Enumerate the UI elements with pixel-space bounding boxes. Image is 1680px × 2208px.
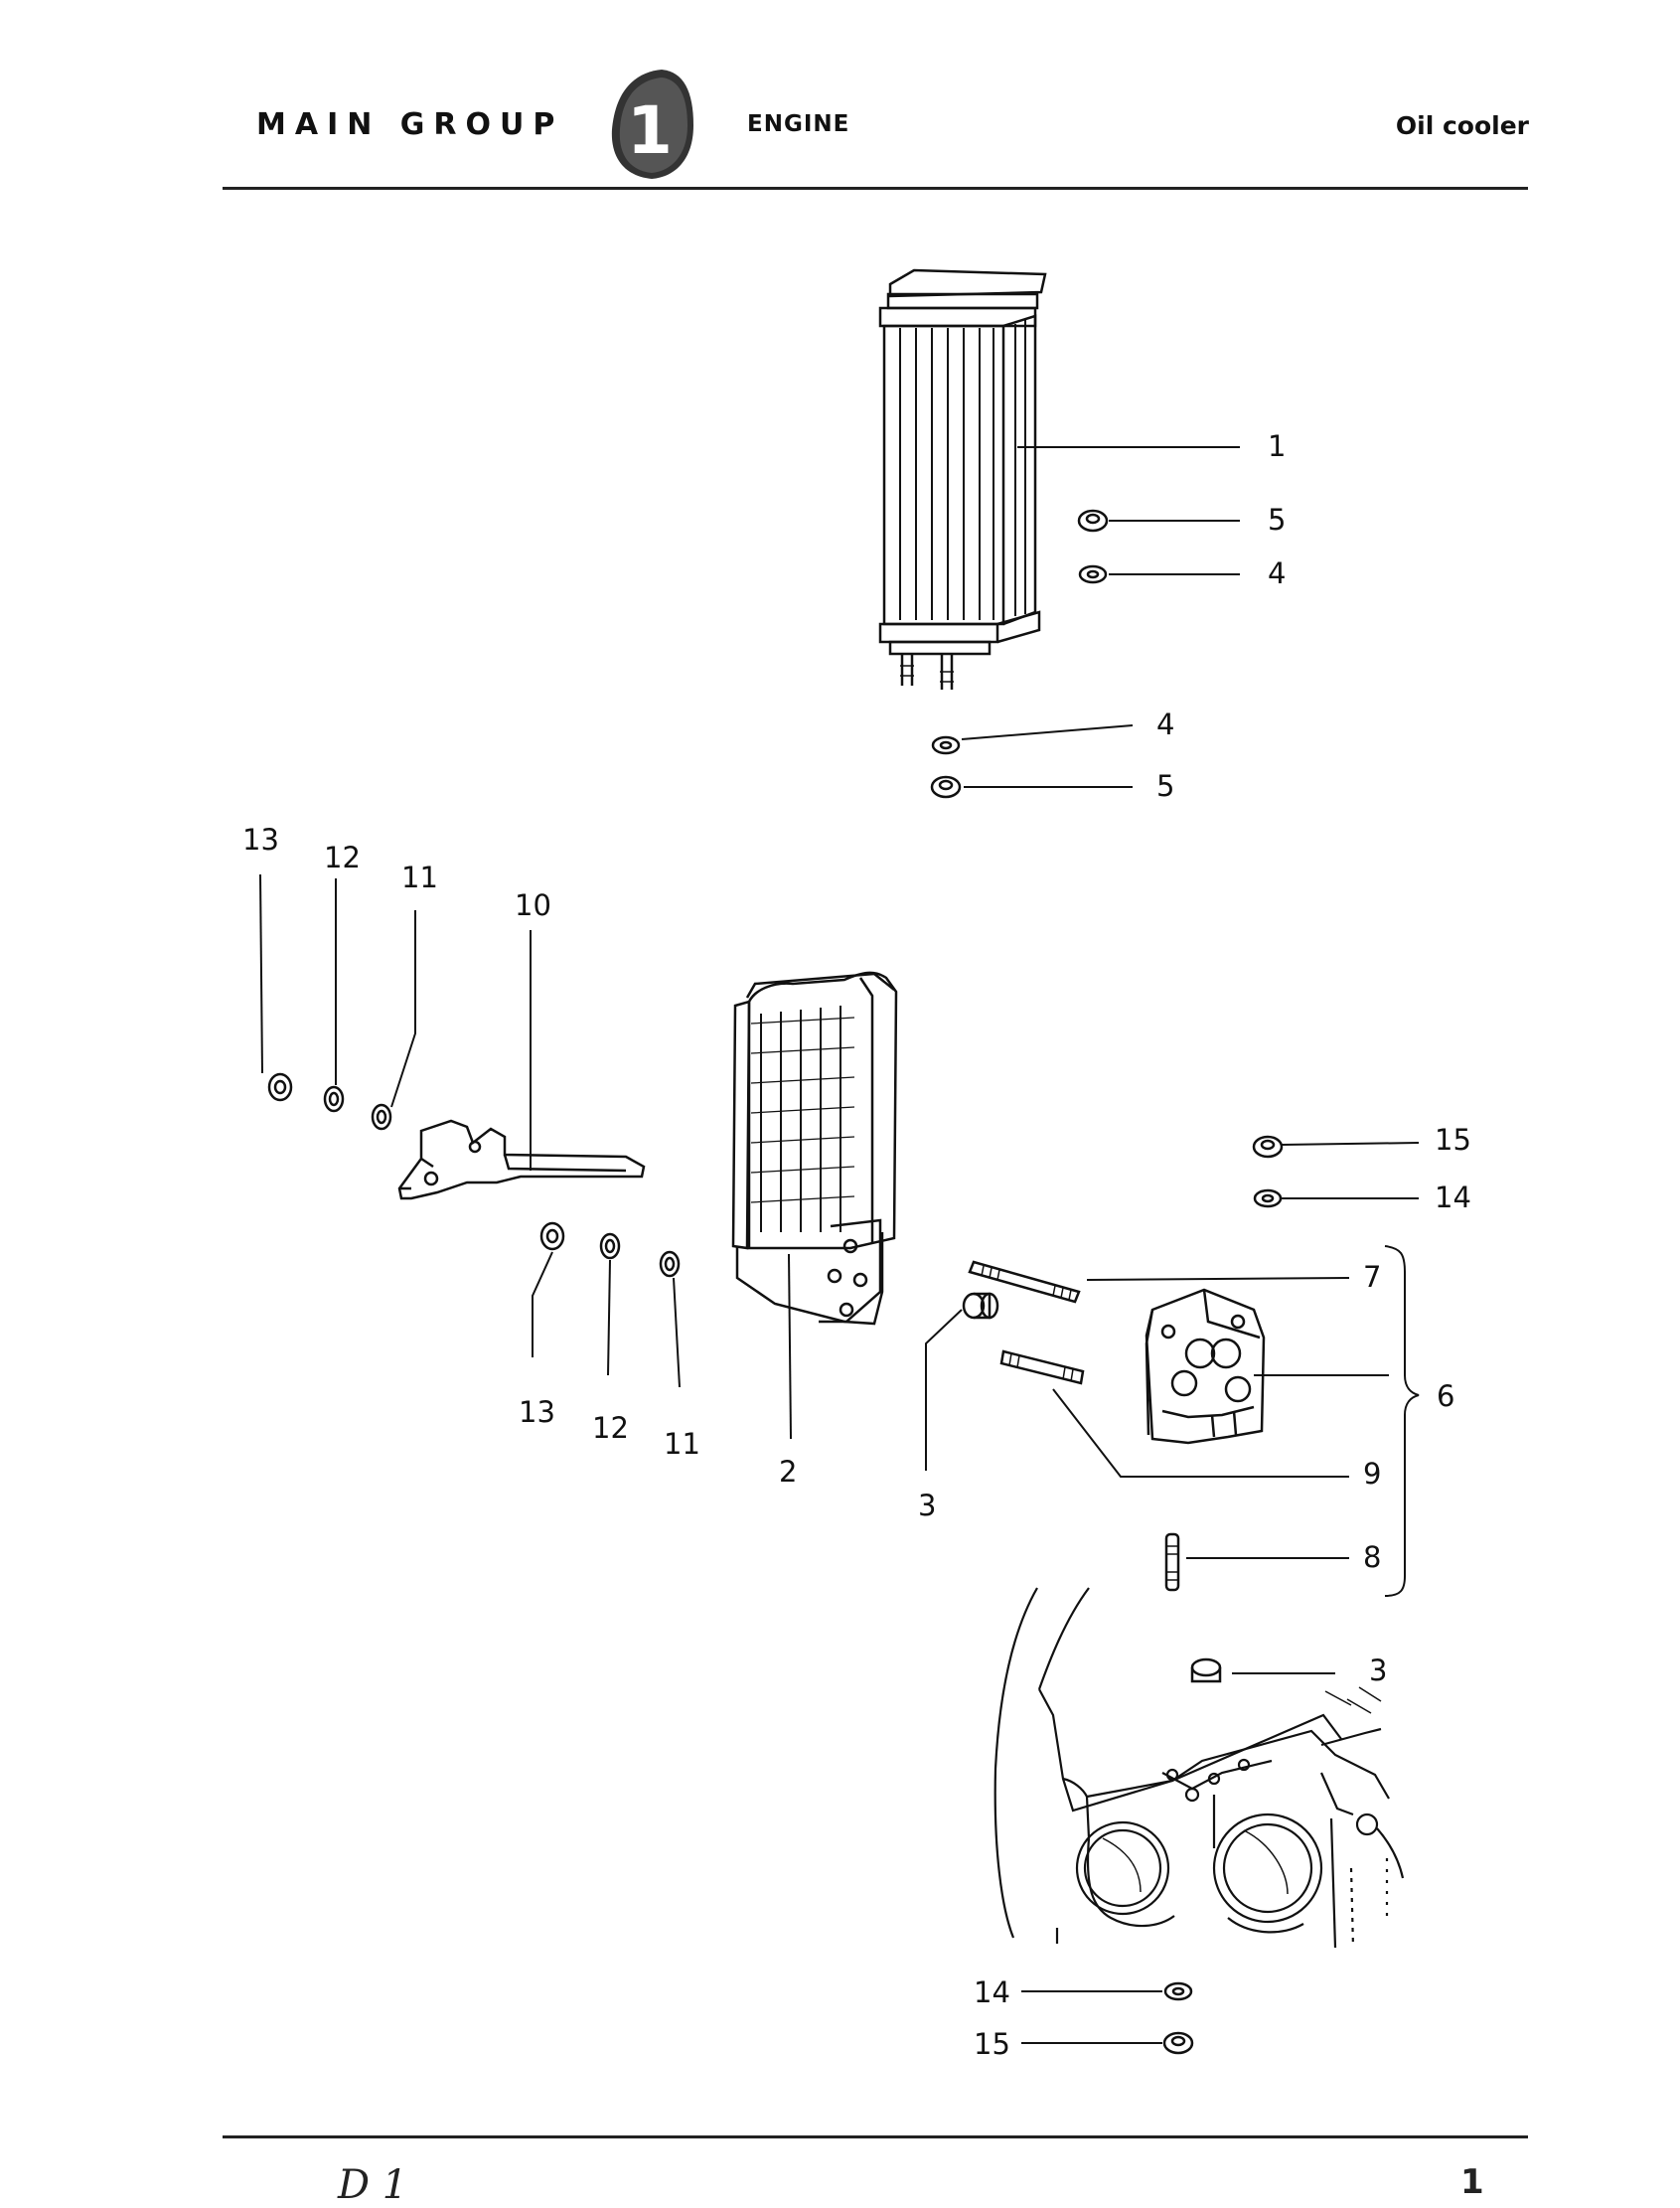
sealing-sleeve-lower [1190,1657,1222,1683]
header-rule [223,187,1528,190]
stud-9 [999,1349,1085,1385]
oil-cooler-tall [878,268,1047,690]
callout-14-bottom: 14 [974,1975,1010,2009]
main-group-heading: MAIN GROUP [256,107,564,142]
callout-8: 8 [1363,1540,1382,1574]
callout-12-lower: 12 [592,1411,629,1445]
callout-5-upper: 5 [1268,503,1287,537]
callout-12-upper: 12 [324,841,361,874]
callout-15-right: 15 [1435,1123,1471,1157]
callout-1: 1 [1268,429,1287,463]
callout-2: 2 [779,1455,798,1489]
callout-10: 10 [515,888,551,922]
section-title: Oil cooler [1395,111,1529,140]
callout-13-upper: 13 [242,823,279,857]
group-brace [1384,1245,1420,1597]
footer-rule [223,2135,1528,2138]
callout-13-lower: 13 [519,1395,555,1429]
group-number: 1 [627,92,673,169]
callout-14-right: 14 [1435,1181,1471,1214]
mounting-flange [1145,1288,1266,1445]
leader-lines [259,446,1420,2044]
callout-4-lower: 4 [1156,708,1175,741]
callout-7: 7 [1363,1260,1382,1294]
callout-15-bottom: 15 [974,2027,1010,2061]
stud-7 [968,1260,1081,1304]
mounting-bracket [397,1119,646,1200]
crankcase-section [993,1587,1405,1949]
callout-6: 6 [1437,1379,1455,1413]
callout-11-lower: 11 [664,1427,700,1461]
footer-mark: D 1 [338,2162,408,2208]
callout-3-upper: 3 [918,1489,937,1522]
callout-11-upper: 11 [401,861,438,894]
callout-5-lower: 5 [1156,769,1175,803]
callout-3-lower: 3 [1369,1654,1388,1687]
oil-cooler-main [731,971,898,1326]
page-number: 1 [1460,2162,1484,2202]
sealing-sleeve-upper [962,1292,999,1320]
fasteners [267,509,1284,2055]
group-name: ENGINE [747,111,850,137]
group-number-badge: 1 [611,70,693,179]
callout-9: 9 [1363,1457,1382,1491]
callout-4-upper: 4 [1268,556,1287,590]
stud-8 [1164,1532,1180,1592]
